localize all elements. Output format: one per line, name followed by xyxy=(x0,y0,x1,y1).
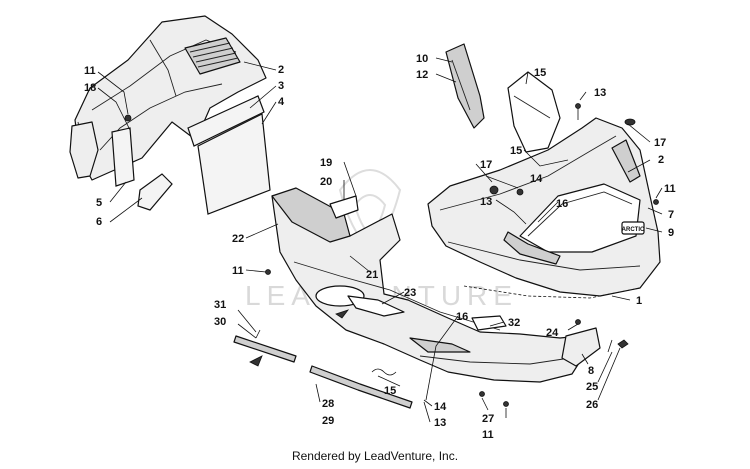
callout-9: 9 xyxy=(668,227,674,239)
callout-13-a: 13 xyxy=(594,87,606,99)
screw-27 xyxy=(479,391,485,397)
skid-strip-16 xyxy=(409,337,471,353)
screw-30 xyxy=(255,329,261,339)
callout-2-b: 2 xyxy=(658,154,664,166)
callout-6: 6 xyxy=(96,216,102,228)
callout-11-a: 11 xyxy=(84,65,96,77)
side-panel-front-bracket xyxy=(69,121,99,179)
flap-assembly xyxy=(233,309,413,409)
skid-plate-23 xyxy=(347,295,405,317)
screw-11-mid xyxy=(265,269,271,275)
callout-10: 10 xyxy=(416,53,428,65)
callout-14-b: 14 xyxy=(434,401,447,413)
nose-grille xyxy=(503,231,561,265)
nut-24 xyxy=(575,319,581,325)
flap-28-29 xyxy=(309,365,413,409)
callout-24: 24 xyxy=(546,327,559,339)
callout-17-a: 17 xyxy=(654,137,666,149)
callout-12: 12 xyxy=(416,69,428,81)
callout-14-a: 14 xyxy=(530,173,543,185)
vent-grille xyxy=(184,37,241,75)
callout-15-a: 15 xyxy=(534,67,546,79)
plug-17-right xyxy=(624,118,636,126)
callout-16-b: 16 xyxy=(456,311,468,323)
callout-11-d: 11 xyxy=(482,429,494,441)
callout-2-a: 2 xyxy=(278,64,284,76)
callout-22: 22 xyxy=(232,233,244,245)
callout-13-b: 13 xyxy=(480,196,492,208)
insulation-pad-4 xyxy=(197,113,271,215)
callout-7: 7 xyxy=(668,209,674,221)
callout-numbers: 11 18 2 3 4 5 6 10 12 15 13 17 2 15 17 1… xyxy=(84,53,676,441)
windshield-assembly xyxy=(445,43,581,153)
side-decal-2-right xyxy=(611,139,641,183)
callout-5: 5 xyxy=(96,197,102,209)
callout-32: 32 xyxy=(508,317,520,329)
clip-arrow-2 xyxy=(335,309,350,319)
callout-18: 18 xyxy=(84,82,96,94)
callout-8: 8 xyxy=(588,365,594,377)
screw-11-left xyxy=(124,114,132,122)
screw-11-right xyxy=(653,199,659,205)
callout-21: 21 xyxy=(366,269,378,281)
footer-credit: Rendered by LeadVenture, Inc. xyxy=(291,449,459,463)
rivet-13-top xyxy=(575,103,581,109)
windshield-15 xyxy=(507,71,561,153)
callout-4: 4 xyxy=(278,96,285,108)
bracket-22 xyxy=(271,187,351,243)
callout-20: 20 xyxy=(320,176,332,188)
callout-13-c: 13 xyxy=(434,417,446,429)
hood-assembly: ARCTIC xyxy=(427,117,661,299)
grommet-14 xyxy=(516,188,524,196)
pad-32 xyxy=(471,315,507,331)
hood-badge-text: ARCTIC xyxy=(622,227,645,233)
callout-25: 25 xyxy=(586,381,598,393)
callout-1: 1 xyxy=(636,295,642,307)
foam-strip-3 xyxy=(187,95,265,147)
bolt-26 xyxy=(617,339,629,349)
callout-27: 27 xyxy=(482,413,494,425)
callout-19: 19 xyxy=(320,157,332,169)
corner-deflector-8 xyxy=(561,327,601,367)
grommet-17 xyxy=(489,185,499,195)
callout-17-b: 17 xyxy=(480,159,492,171)
callout-28: 28 xyxy=(322,398,334,410)
callout-11-c: 11 xyxy=(232,265,244,277)
mirror-bracket-10 xyxy=(445,43,485,129)
clip-arrow xyxy=(249,355,263,367)
callout-29: 29 xyxy=(322,415,334,427)
callout-15-c: 15 xyxy=(384,385,396,397)
callout-11-b: 11 xyxy=(664,183,676,195)
flap-30-31 xyxy=(233,335,297,363)
left-side-panel-assembly xyxy=(69,15,271,215)
hood-badge-9 xyxy=(621,221,645,235)
callout-31: 31 xyxy=(214,299,226,311)
bracket-19-20 xyxy=(329,195,359,219)
leader-lines xyxy=(97,57,663,423)
foam-block-6 xyxy=(137,173,173,211)
screw-11-bottom xyxy=(503,401,509,407)
callout-26: 26 xyxy=(586,399,598,411)
spring-15 xyxy=(371,368,397,376)
callout-30: 30 xyxy=(214,316,226,328)
callout-23: 23 xyxy=(404,287,416,299)
headlight-lens xyxy=(519,183,641,253)
callout-15-b: 15 xyxy=(510,145,522,157)
callout-3: 3 xyxy=(278,80,284,92)
belly-pan-assembly xyxy=(265,187,629,407)
callout-16-a: 16 xyxy=(556,198,568,210)
foam-strip-5 xyxy=(111,127,135,187)
